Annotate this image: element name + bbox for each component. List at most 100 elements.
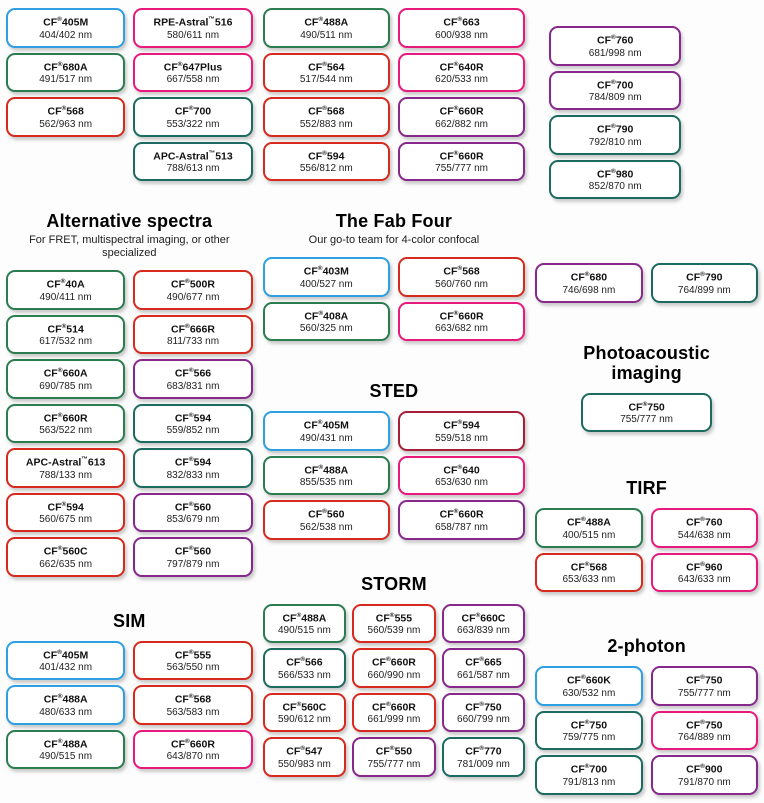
dye-pill: CF®660R 660/990 nm (352, 648, 436, 688)
dye-wavelengths: 788/133 nm (39, 469, 93, 481)
dye-pill: CF®594 556/812 nm (262, 141, 390, 181)
dye-name: CF®680A (43, 60, 88, 74)
dye-name: CF®568 (47, 105, 84, 118)
dye-pill: CF®666R 811/733 nm (133, 314, 253, 354)
section-title: The Fab Four (335, 211, 453, 231)
dye-wavelengths: 563/522 nm (39, 425, 93, 436)
dye-name: CF®960 (686, 560, 723, 574)
dye-name: CF®980 (597, 167, 634, 181)
dye-pill: CF®488A 480/633 nm (6, 685, 126, 725)
dye-wavelengths: 590/612 nm (278, 714, 331, 725)
dye-wavelengths: 491/517 nm (39, 74, 93, 85)
dye-pill: CF®555 563/550 nm (133, 640, 253, 680)
dye-name: CF®760 (686, 516, 723, 529)
dye-pill: CF®660K 630/532 nm (535, 666, 643, 706)
dye-wavelengths: 544/638 nm (677, 529, 731, 541)
top-right-section: CF®760 681/998 nm CF®700 784/809 nm CF®7… (549, 26, 682, 199)
dye-wavelengths: 797/879 nm (166, 558, 220, 570)
dye-wavelengths: 788/613 nm (166, 163, 220, 174)
dye-wavelengths: 855/535 nm (299, 477, 353, 488)
dye-wavelengths: 401/432 nm (39, 662, 93, 673)
dye-wavelengths: 550/983 nm (278, 758, 331, 770)
dye-pill: CF®640R 620/533 nm (397, 52, 526, 92)
dye-pill: CF®568 563/583 nm (133, 685, 253, 725)
dye-pill: APC-Astral™513 788/613 nm (133, 141, 253, 181)
dye-name: CF®560 (174, 500, 212, 514)
dye-wavelengths: 792/810 nm (588, 136, 642, 148)
storm-section: STORM CF®488A 490/515 nm CF®566 566/533 … (262, 574, 526, 777)
sim-section: SIM CF®405M 401/432 nm CF®488A 480/633 n… (6, 611, 253, 769)
dye-pill: CF®555 560/539 nm (352, 603, 436, 643)
dye-wavelengths: 653/630 nm (435, 477, 488, 488)
dye-wavelengths: 480/633 nm (39, 706, 93, 718)
dye-pill: CF®750 759/775 nm (535, 710, 643, 750)
dye-wavelengths: 755/777 nm (367, 758, 421, 770)
dye-name: CF®403M (303, 265, 349, 278)
dye-name: CF®663 (443, 16, 480, 29)
dye-name: CF®660R (439, 149, 484, 163)
dye-pill: CF®660C 663/839 nm (441, 603, 526, 643)
dye-name: CF®568 (308, 105, 345, 118)
dye-pill: CF®660R 643/870 nm (133, 729, 253, 769)
dye-name: CF®660R (439, 309, 484, 323)
dye-pill: CF®403M 400/527 nm (262, 257, 390, 297)
dye-name: CF®665 (465, 656, 502, 669)
dye-name: CF®488A (282, 611, 327, 625)
dye-pill: CF®500R 490/677 nm (133, 270, 253, 310)
pill-grid: CF®488A 400/515 nm CF®568 653/633 nm CF®… (535, 508, 758, 592)
dye-pill: CF®566 566/533 nm (262, 648, 347, 688)
dye-name: CF®555 (375, 611, 413, 625)
dye-wavelengths: 690/785 nm (39, 380, 93, 392)
dye-wavelengths: 490/677 nm (166, 291, 220, 303)
dye-pill: CF®408A 560/325 nm (262, 301, 390, 341)
dye-pill: CF®680 746/698 nm (535, 263, 643, 303)
section-title: 2-photon (607, 636, 686, 656)
dye-pill: CF®405M 401/432 nm (6, 640, 126, 680)
dye-name: CF®640R (439, 60, 484, 74)
dye-pill: CF®700 791/813 nm (535, 755, 643, 795)
mid-right-section: CF®680 746/698 nm CF®790 764/899 nm (535, 263, 758, 303)
dye-pill: CF®568 653/633 nm (535, 552, 643, 592)
dye-name: CF®660R (439, 508, 484, 521)
dye-pill: CF®514 617/532 nm (6, 314, 126, 354)
pill-column: CF®405M 490/431 nm CF®488A 855/535 nm CF… (262, 411, 390, 540)
section-title: TIRF (626, 478, 667, 498)
dye-wavelengths: 683/831 nm (166, 380, 220, 392)
dye-name: CF®405M (303, 419, 349, 432)
pill-column: CF®488A 490/511 nm CF®564 517/544 nm CF®… (262, 8, 390, 181)
dye-wavelengths: 562/963 nm (39, 118, 93, 130)
right-column: CF®760 681/998 nm CF®700 784/809 nm CF®7… (535, 8, 758, 795)
dye-wavelengths: 559/852 nm (166, 425, 220, 436)
dye-name: CF®660R (371, 656, 416, 669)
dye-name: RPE-Astral™516 (153, 16, 233, 29)
section-title: Alternative spectra (46, 211, 213, 231)
dye-name: CF®660K (566, 674, 611, 687)
dye-wavelengths: 755/777 nm (620, 414, 674, 425)
dye-wavelengths: 559/518 nm (435, 432, 488, 444)
dye-name: CF®660R (439, 105, 484, 118)
dye-pill: CF®568 560/760 nm (397, 257, 526, 297)
dye-name: CF®900 (686, 763, 723, 776)
dye-name: CF®550 (375, 745, 413, 758)
dye-pill: CF®660R 663/682 nm (397, 301, 526, 341)
pill-column: CF®405M 401/432 nm CF®488A 480/633 nm CF… (6, 640, 126, 769)
tirf-section: TIRF CF®488A 400/515 nm CF®568 653/633 n… (535, 478, 758, 592)
dye-wavelengths: 563/583 nm (166, 706, 220, 718)
dye-wavelengths: 784/809 nm (588, 92, 642, 103)
pill-column: CF®660K 630/532 nm CF®750 759/775 nm CF®… (535, 666, 643, 795)
dye-wavelengths: 663/682 nm (435, 323, 488, 334)
dye-pill: CF®660R 563/522 nm (6, 403, 126, 443)
dye-wavelengths: 764/889 nm (677, 732, 731, 743)
dye-name: CF®660R (171, 737, 215, 751)
pill-grid: CF®488A 490/515 nm CF®566 566/533 nm CF®… (262, 603, 526, 777)
dye-pill: CF®760 681/998 nm (549, 26, 682, 66)
pill-grid: CF®680 746/698 nm CF®790 764/899 nm (535, 263, 758, 303)
pill-column: CF®568 560/760 nm CF®660R 663/682 nm (397, 257, 526, 341)
dye-pill: CF®560C 590/612 nm (262, 692, 347, 732)
dye-wavelengths: 566/533 nm (278, 669, 331, 681)
pill-column: CF®403M 400/527 nm CF®408A 560/325 nm (262, 257, 390, 341)
pill-column: CF®500R 490/677 nm CF®666R 811/733 nm CF… (133, 270, 253, 577)
pill-grid: CF®760 681/998 nm CF®700 784/809 nm CF®7… (549, 26, 682, 199)
